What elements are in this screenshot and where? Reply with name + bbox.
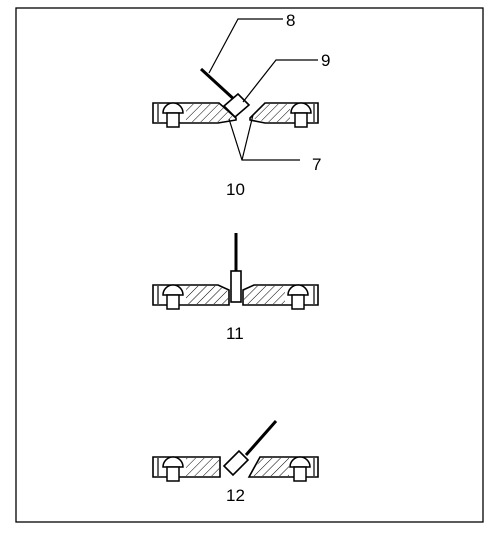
figure-border [15, 7, 484, 523]
weld-piece [230, 270, 242, 303]
weld-piece [222, 92, 251, 119]
callout-7: 7 [312, 155, 321, 174]
electrode [244, 420, 278, 456]
caption-10: 10 [226, 180, 245, 199]
left-plate [152, 284, 230, 310]
left-plate [152, 102, 237, 128]
callout-8: 8 [286, 11, 295, 30]
caption-12: 12 [226, 486, 245, 505]
right-plate [242, 284, 319, 310]
weld-piece [222, 449, 250, 477]
figure-10: 8 9 7 10 [152, 11, 330, 199]
figure-12: 12 [152, 420, 319, 505]
electrode [199, 67, 239, 104]
right-plate [247, 456, 319, 482]
caption-11: 11 [226, 324, 244, 343]
callout-9: 9 [321, 51, 330, 70]
left-plate [152, 456, 221, 482]
right-plate [249, 102, 319, 128]
figure-11: 11 [152, 233, 319, 343]
